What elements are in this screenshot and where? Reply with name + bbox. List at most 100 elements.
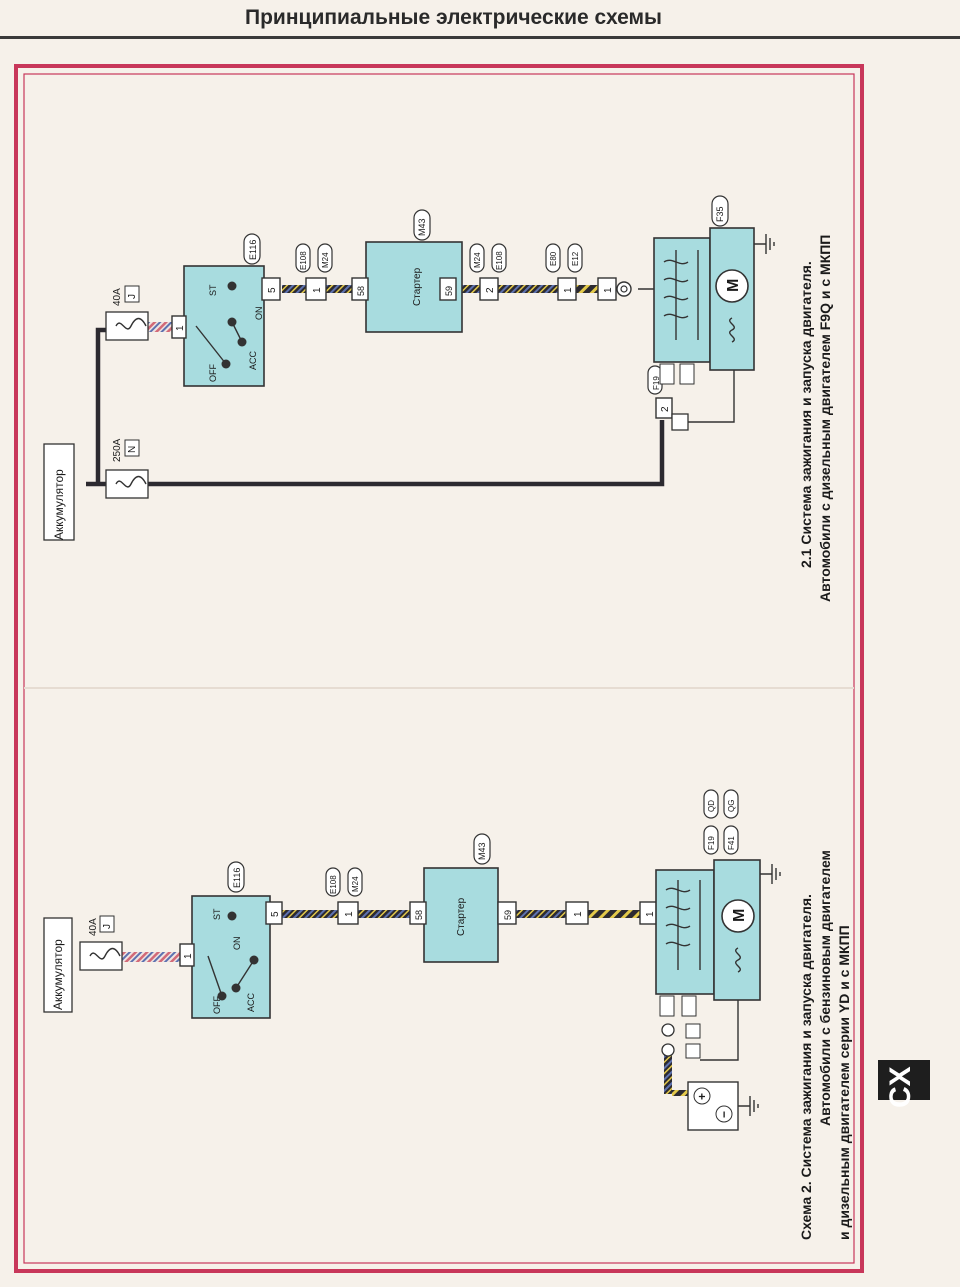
b-ground-symbol [760,864,781,884]
fuse-250a-code-box [124,439,140,457]
switch-label-off: OFF [208,364,218,382]
top-caption-line2: Автомобили с дизельным двигателем F9Q и … [817,235,833,602]
b-solenoid-rails [677,880,701,970]
battery-label: Аккумулятор [52,469,66,540]
switch-out-connector [261,277,281,301]
fuse-40a-rating: 40A [112,288,123,306]
b-solenoid-stud-2 [681,995,697,1017]
b-battery-symbol [687,1081,739,1131]
terminal-f19 [655,397,673,419]
b-switch-in-connector [179,943,195,967]
wire-conn-to-starter [326,285,352,293]
b-terminal-ring-2 [661,1043,675,1057]
b-fuse-code-box [99,915,115,933]
b-switch-label-st: ST [212,908,222,920]
b-wire-fuse-to-switch [122,952,182,962]
page-header: Принципиальные электрические схемы [0,0,960,44]
conn-c-id2-oval [567,243,583,273]
conn-a-id1: E108 [299,251,308,270]
terminal-ring-inner [620,285,628,293]
conn-b-pin: 2 [485,287,496,293]
wire-conn-c-to-d [576,285,598,293]
b-conn-a-pin: 1 [344,911,355,917]
b-starter-id-oval [473,833,491,865]
frame-outer [14,64,864,1273]
fuse-250a-rating: 250A [112,438,123,462]
b-switch-pos-st-dot [227,911,237,921]
b-battery-box [43,917,73,1013]
wire-switch-to-conn [282,285,306,293]
b-switch-label-on: ON [232,937,242,951]
b-wire-starter-to-conn-b [516,910,566,918]
battery-box [43,443,75,541]
b-conn-a-id2-oval [347,867,363,897]
solenoid-stud-1 [659,363,675,385]
b-battery-minus: − [717,1111,731,1118]
b-motor-variant2-oval [723,789,739,819]
section-badge-label: CX [884,1066,917,1108]
b-conn-b [565,901,589,925]
bottom-caption-line2: Автомобили с бензиновым двигателем [817,850,833,1126]
conn-b-id1-oval [469,243,485,273]
b-motor-id1: F19 [707,836,716,850]
ground-symbol-top [754,234,775,254]
top-caption-line1: 2.1 Система зажигания и запуска двигател… [798,261,814,568]
b-fuse-code: J [102,924,113,929]
b-conn-a [337,901,359,925]
b-battery-plus-circle [693,1087,711,1105]
b-starter-id: M43 [477,842,487,860]
b-solenoid-box [655,869,715,995]
solenoid-stud-2 [679,363,695,385]
top-diagram: Аккумулятор 250A N 40A J 1 5 E116 OFF AC… [43,195,833,602]
b-motor-id1-oval [703,825,719,855]
conn-b [479,277,499,301]
wire-conn-b-to-conn-c [498,285,558,293]
b-wire-to-motor [700,1000,739,1061]
section-badge: CX [878,1060,930,1108]
fuse-250a [105,469,149,499]
b-battery-label: Аккумулятор [51,939,65,1010]
b-switch-label-acc: ACC [246,992,256,1012]
wire-40a-to-switch [148,322,172,332]
motor-symbol: M [725,279,742,292]
b-motor-field-winding [735,947,741,973]
solenoid-rails [675,250,699,340]
b-fuse-40a [79,941,123,971]
starter-pin-in: 58 [356,286,366,296]
b-solenoid-stud-1 [659,995,675,1017]
switch-out-pin: 5 [267,287,278,293]
conn-b-id1: M24 [473,252,482,268]
b-conn-a-id1-oval [325,867,341,897]
bottom-caption-line3: и дизельным двигателем серии YD и с МКПП [836,925,852,1240]
starter-in-connector [351,277,369,301]
b-motor-symbol-circle [721,899,755,933]
starter-out-connector [439,277,457,301]
conn-c [557,277,577,301]
switch-id-oval [243,233,261,265]
b-battery-ground [738,1096,759,1116]
terminal-ring [616,281,632,297]
conn-a [305,277,327,301]
switch-in-pin: 1 [175,325,186,331]
bottom-caption-line1: Схема 2. Система зажигания и запуска дви… [798,894,814,1240]
b-wire-switch-to-conn [282,910,338,918]
motor-id: F35 [715,206,725,222]
switch-in-connector [171,315,187,339]
b-motor-id2: F41 [727,836,736,850]
bottom-diagram: Аккумулятор 40A J 1 5 E116 OFF ACC ON ST… [43,789,852,1240]
b-switch-id: E116 [232,868,242,888]
wire-starter-to-conn-b [462,285,482,293]
b-switch-id-oval [227,861,245,893]
b-motor-variant2: QG [727,800,736,812]
header-rule [0,36,960,39]
starter-id: M43 [417,218,427,236]
conn-b-id2: E108 [495,251,504,270]
conn-a-id2: M24 [321,252,330,268]
conn-a-pin: 1 [312,287,323,293]
fuse-250a-code: N [127,446,138,453]
conn-c-pin: 1 [563,287,574,293]
conn-c-id1-oval [545,243,561,273]
starter-pin-out: 59 [444,286,454,296]
b-switch-bridge [235,959,255,989]
fuse-40a-code-box [124,285,140,303]
